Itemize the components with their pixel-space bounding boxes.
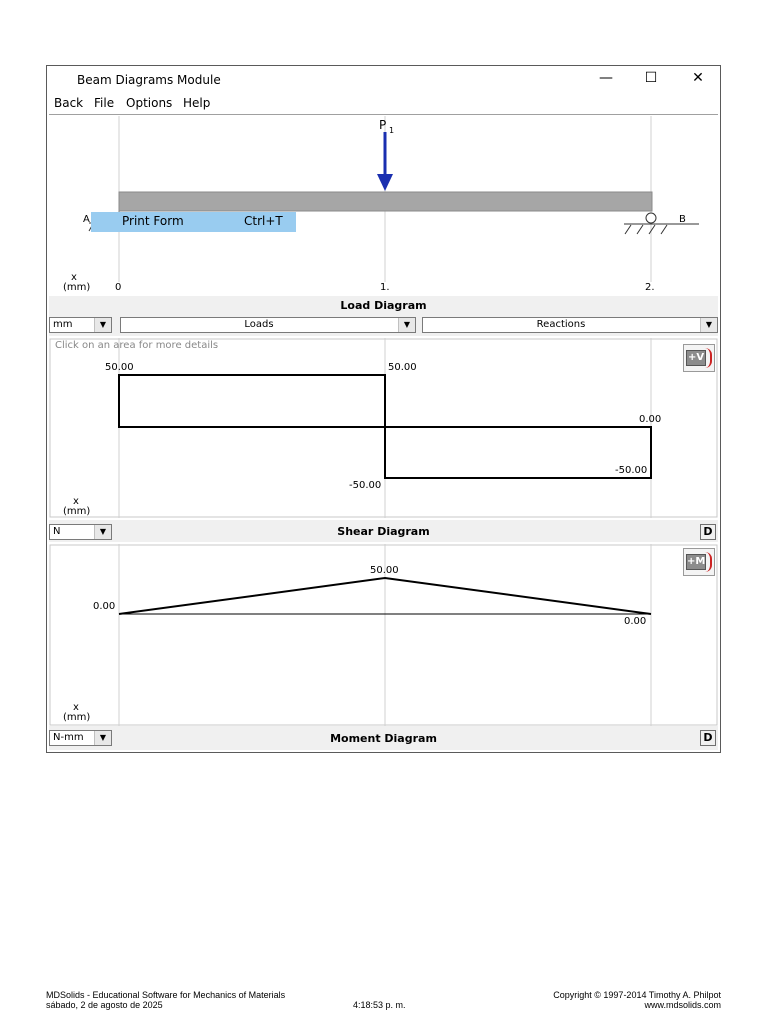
footer-website: www.mdsolids.com: [644, 1000, 721, 1010]
moment-x-label: x: [73, 702, 79, 713]
load-diagram-bar: Load Diagram: [49, 296, 718, 316]
shear-value-2: 0.00: [639, 414, 662, 425]
moment-value-0: 50.00: [370, 565, 399, 576]
shear-canvas: [49, 338, 718, 518]
shear-value-1: 50.00: [388, 362, 417, 373]
loads-select[interactable]: Loads ▼: [120, 317, 416, 333]
tick-label-1: 1.: [380, 282, 390, 293]
chevron-down-icon: ▼: [398, 318, 415, 332]
curved-arrow-icon: [705, 348, 712, 368]
moment-frame: [49, 544, 718, 726]
maximize-button[interactable]: ☐: [644, 70, 658, 86]
window-title: Beam Diagrams Module: [77, 73, 221, 87]
tick-label-0: 0: [115, 282, 122, 293]
shear-sign-button[interactable]: +V: [683, 344, 715, 372]
shear-positive-region: [118, 374, 386, 428]
shear-value-3: -50.00: [615, 465, 648, 476]
footer-right: Copyright © 1997-2014 Timothy A. Philpot…: [553, 990, 721, 1010]
moment-sign-button[interactable]: +M: [683, 548, 715, 576]
shear-value-4: -50.00: [349, 480, 382, 491]
beam-area[interactable]: P 1 A B x (mm) 0 1. 2.: [49, 116, 718, 296]
moment-diagram-area[interactable]: 50.00 0.00 0.00 x (mm) +M: [49, 544, 718, 726]
shear-diagram-bar: N ▼ Shear Diagram D: [49, 520, 718, 542]
shear-diagram-area[interactable]: Click on an area for more details 50.00 …: [49, 338, 718, 518]
beam-x-label: x: [71, 272, 77, 283]
length-unit-select[interactable]: mm ▼: [49, 317, 112, 333]
context-menu-item-label: Print Form: [122, 214, 184, 228]
reactions-select[interactable]: Reactions ▼: [422, 317, 718, 333]
moment-curve: [118, 576, 652, 615]
moment-diagram-bar: N-mm ▼ Moment Diagram D: [49, 726, 718, 750]
shear-sign-icon: +V: [686, 350, 706, 366]
shear-hint: Click on an area for more details: [55, 340, 219, 351]
moment-canvas: [49, 544, 718, 726]
moment-sign-icon: +M: [686, 554, 706, 570]
beam-diagrams-window: Beam Diagrams Module — ☐ ✕ Back File Opt…: [46, 65, 721, 753]
chevron-down-icon: ▼: [700, 318, 717, 332]
menu-file[interactable]: File: [94, 96, 115, 110]
menu-separator: [49, 114, 718, 115]
shear-d-button[interactable]: D: [700, 524, 716, 540]
chevron-down-icon: ▼: [94, 525, 111, 539]
support-b-label: B: [679, 214, 686, 225]
load-diagram-label: Load Diagram: [340, 299, 427, 312]
roller-support-b: [645, 212, 657, 224]
shear-x-label: x: [73, 496, 79, 507]
close-button[interactable]: ✕: [692, 70, 704, 86]
moment-value-2: 0.00: [624, 616, 647, 627]
footer-software-name: MDSolids - Educational Software for Mech…: [46, 990, 286, 1000]
footer-time: 4:18:53 p. m.: [353, 1000, 406, 1010]
chevron-down-icon: ▼: [94, 731, 111, 745]
load-arrow-head: [377, 174, 393, 191]
moment-d-button[interactable]: D: [700, 730, 716, 746]
footer-left: MDSolids - Educational Software for Mech…: [46, 990, 285, 1010]
footer-copyright: Copyright © 1997-2014 Timothy A. Philpot: [553, 990, 721, 1000]
context-menu-print-form[interactable]: Print Form Ctrl+T: [91, 212, 296, 232]
load-diagram-controls: mm ▼ Loads ▼ Reactions ▼: [49, 316, 718, 336]
force-unit-select[interactable]: N ▼: [49, 524, 112, 540]
shear-diagram-label: Shear Diagram: [337, 525, 430, 538]
chevron-down-icon: ▼: [94, 318, 111, 332]
tick-label-2: 2.: [645, 282, 655, 293]
menu-help[interactable]: Help: [183, 96, 211, 110]
shear-frame: [49, 338, 718, 518]
shear-negative-region: [384, 426, 652, 479]
moment-unit-select[interactable]: N-mm ▼: [49, 730, 112, 746]
moment-x-unit: (mm): [63, 712, 91, 723]
curved-arrow-icon: [705, 552, 712, 572]
beam-bar: [118, 191, 653, 212]
shear-x-unit: (mm): [63, 506, 91, 517]
shear-value-0: 50.00: [105, 362, 134, 373]
beam-canvas: [88, 116, 699, 282]
context-menu-shortcut: Ctrl+T: [244, 214, 283, 228]
menu-options[interactable]: Options: [126, 96, 173, 110]
menu-back[interactable]: Back: [54, 96, 84, 110]
moment-value-1: 0.00: [93, 601, 116, 612]
support-a-label: A: [83, 214, 90, 225]
minimize-button[interactable]: —: [599, 70, 613, 86]
beam-x-unit: (mm): [63, 282, 91, 293]
load-label-p: P: [379, 118, 387, 132]
load-label-subscript: 1: [389, 126, 395, 135]
footer-date: sábado, 2 de agosto de 2025: [46, 1000, 163, 1010]
moment-diagram-label: Moment Diagram: [330, 732, 437, 745]
